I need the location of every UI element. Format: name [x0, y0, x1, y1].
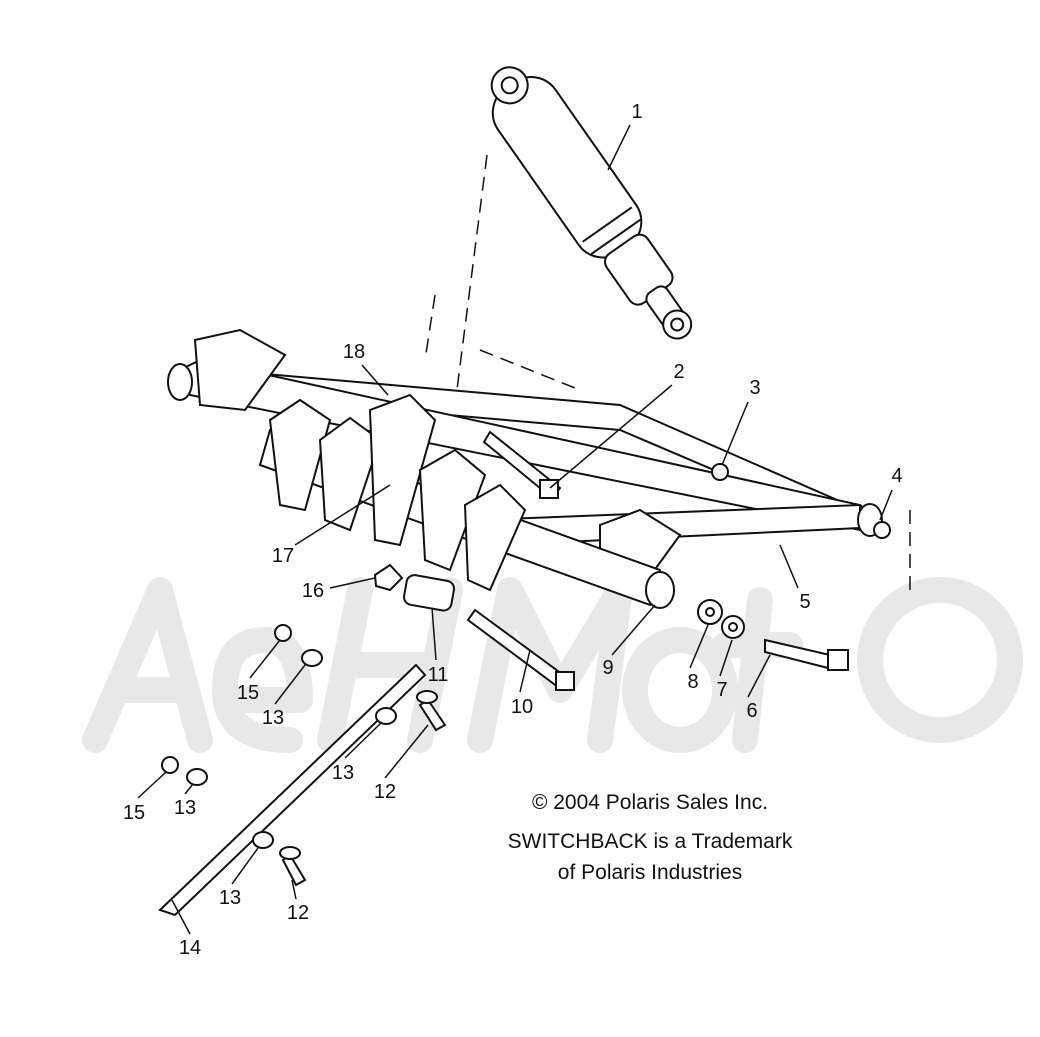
callout-12: 12	[286, 902, 310, 924]
callout-7: 7	[716, 679, 728, 701]
callout-5: 5	[799, 591, 811, 613]
callout-2: 2	[673, 361, 685, 383]
callout-3: 3	[749, 377, 761, 399]
callout-18: 18	[342, 341, 366, 363]
watermark-logo	[82, 577, 1023, 753]
callout-16: 16	[301, 580, 325, 602]
callout-13: 13	[218, 887, 242, 909]
callout-15: 15	[122, 802, 146, 824]
link-plates	[268, 393, 527, 592]
copyright-text: © 2004 Polaris Sales Inc.	[531, 791, 769, 814]
callout-4: 4	[891, 465, 903, 487]
callout-13: 13	[261, 707, 285, 729]
callout-15: 15	[236, 682, 260, 704]
trademark-line-1: SWITCHBACK is a Trademark	[507, 830, 793, 853]
callout-8: 8	[687, 671, 699, 693]
callout-11: 11	[427, 664, 449, 686]
trademark-line-2: of Polaris Industries	[557, 861, 743, 884]
shock-absorber	[490, 66, 693, 340]
callout-9: 9	[602, 657, 614, 679]
callout-1: 1	[631, 101, 643, 123]
callout-13: 13	[173, 797, 197, 819]
callout-12: 12	[373, 781, 397, 803]
callout-14: 14	[178, 937, 202, 959]
callout-13: 13	[331, 762, 355, 784]
callout-10: 10	[510, 696, 534, 718]
callout-17: 17	[271, 545, 295, 567]
callout-6: 6	[746, 700, 758, 722]
